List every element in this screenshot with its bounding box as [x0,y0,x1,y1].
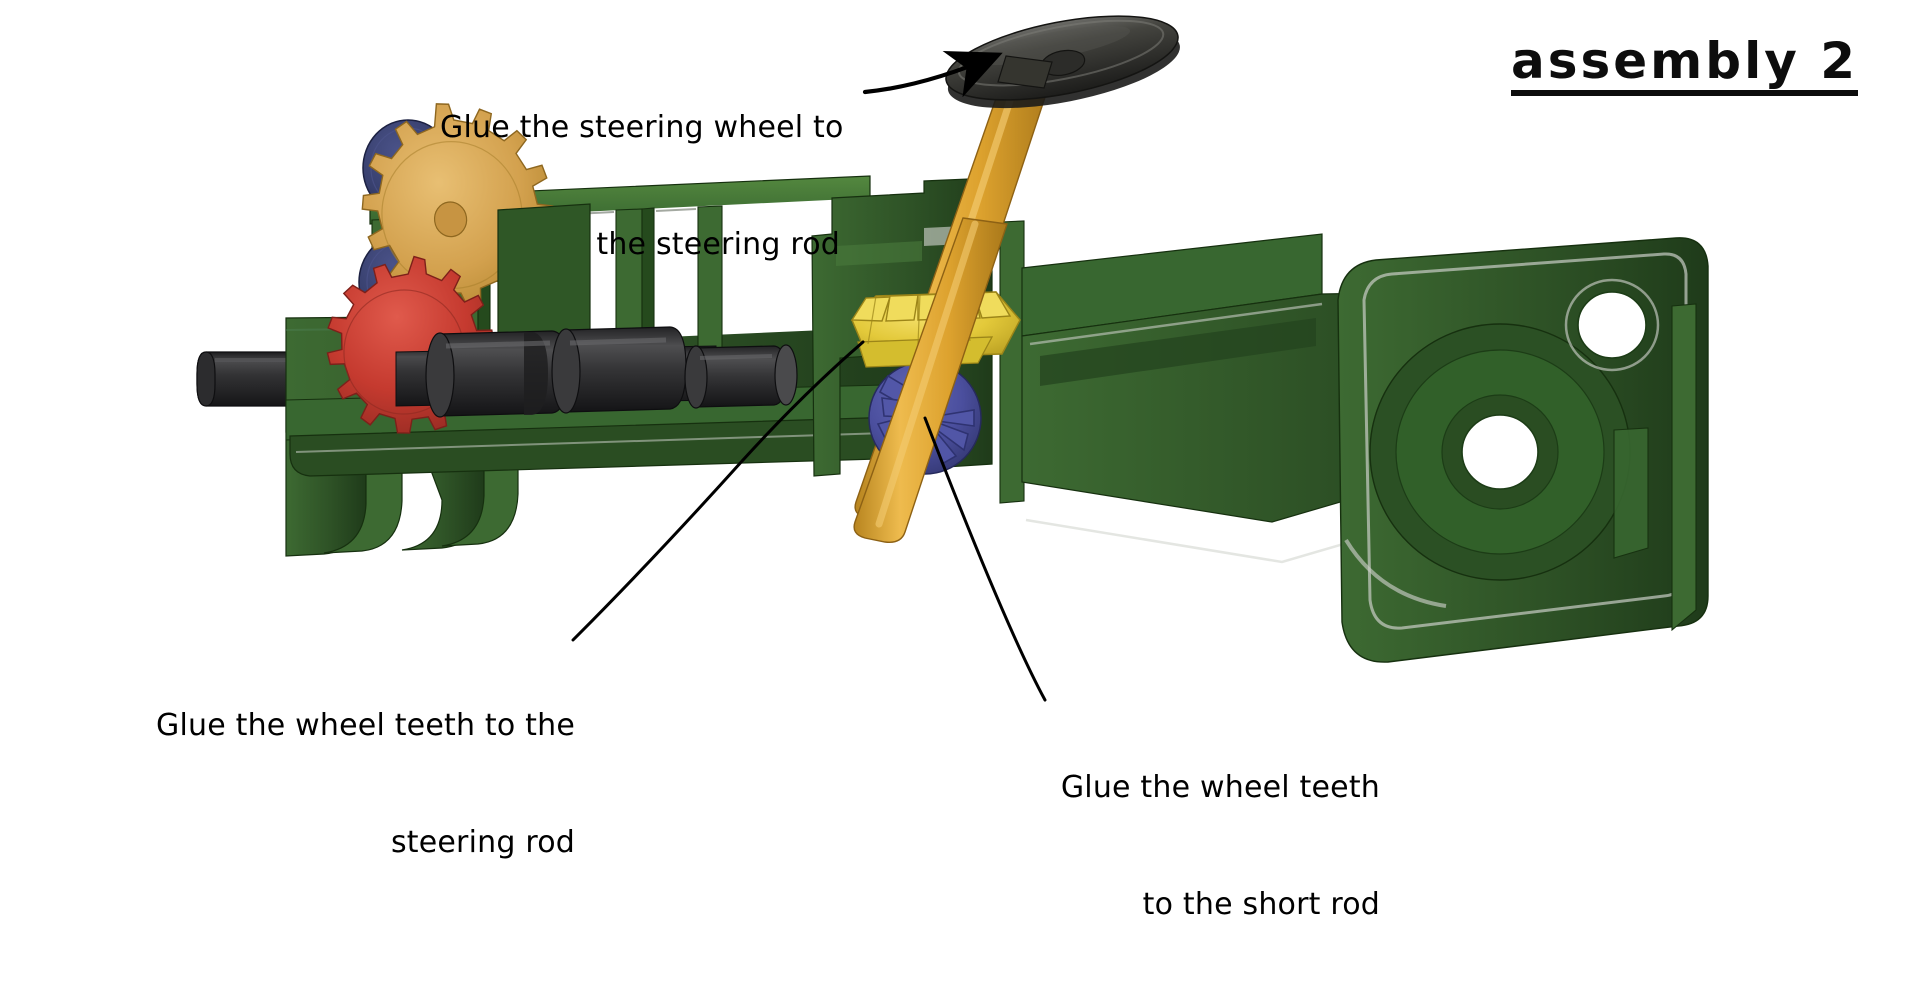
leader-line-steering-wheel [862,51,1003,98]
page-title-underline [1511,90,1858,96]
annotation-line-1: Glue the wheel teeth to the [156,708,575,743]
page-title: assembly 2 [1511,36,1858,96]
tan-gear [361,103,591,363]
annotation-line-2: the steering rod [596,227,840,262]
steering-wheel [945,15,1180,109]
leader-line-yellow-bevel [571,340,865,642]
annotation-glue-wheel-teeth-steering-rod: Glue the wheel teeth to the steering rod [135,628,575,940]
leader-lines [571,51,1047,702]
annotation-line-2: steering rod [390,825,575,860]
annotation-glue-wheel-teeth-short-rod: Glue the wheel teeth to the short rod [1040,690,1380,1002]
page-title-text: assembly 2 [1511,32,1858,90]
annotation-line-1: Glue the wheel teeth [1060,770,1380,805]
annotation-line-1: Glue the steering wheel to [440,110,844,145]
annotation-line-2: to the short rod [1142,887,1380,922]
annotation-glue-steering-wheel: Glue the steering wheel to the steering … [440,30,844,342]
rear-mount [1337,237,1709,663]
bevel-gear-pair [850,217,1021,543]
assembly-diagram-canvas: Glue the steering wheel to the steering … [156,15,1858,922]
assembly-illustration [196,15,1709,702]
leader-line-blue-bevel [923,416,1047,702]
axle-rollers [395,326,798,418]
